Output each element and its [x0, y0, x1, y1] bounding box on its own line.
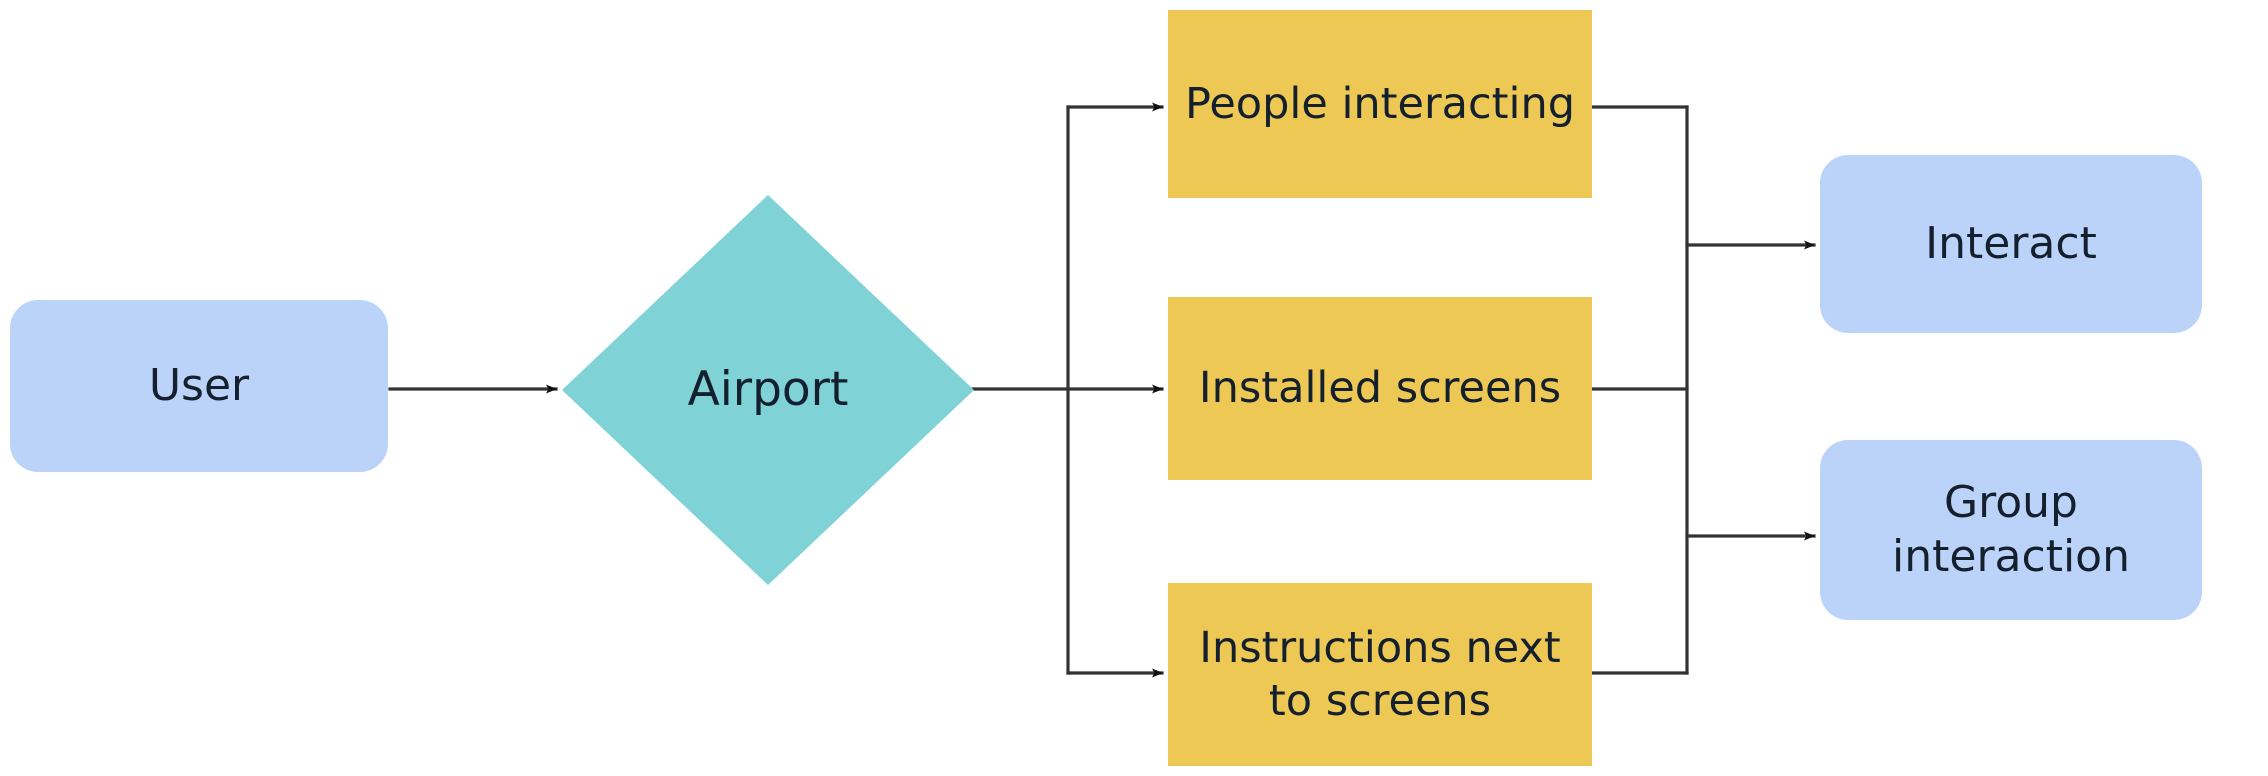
- node-group-interaction-label: Group interaction: [1892, 477, 2130, 582]
- node-people-interacting-label: People interacting: [1184, 78, 1576, 129]
- node-group-interaction[interactable]: Group interaction: [1820, 440, 2202, 620]
- node-installed-screens-label: Installed screens: [1198, 363, 1562, 414]
- node-interact-label: Interact: [1925, 218, 2097, 270]
- node-people-interacting[interactable]: People interacting: [1168, 10, 1592, 198]
- node-user-label: User: [148, 360, 250, 412]
- node-user[interactable]: User: [10, 300, 388, 472]
- node-installed-screens[interactable]: Installed screens: [1168, 297, 1592, 480]
- node-interact[interactable]: Interact: [1820, 155, 2202, 333]
- node-airport[interactable]: Airport: [562, 195, 974, 585]
- node-instructions-next-to-screens-label: Instructions next to screens: [1199, 623, 1561, 726]
- node-airport-label: Airport: [687, 362, 849, 418]
- node-instructions-next-to-screens[interactable]: Instructions next to screens: [1168, 583, 1592, 766]
